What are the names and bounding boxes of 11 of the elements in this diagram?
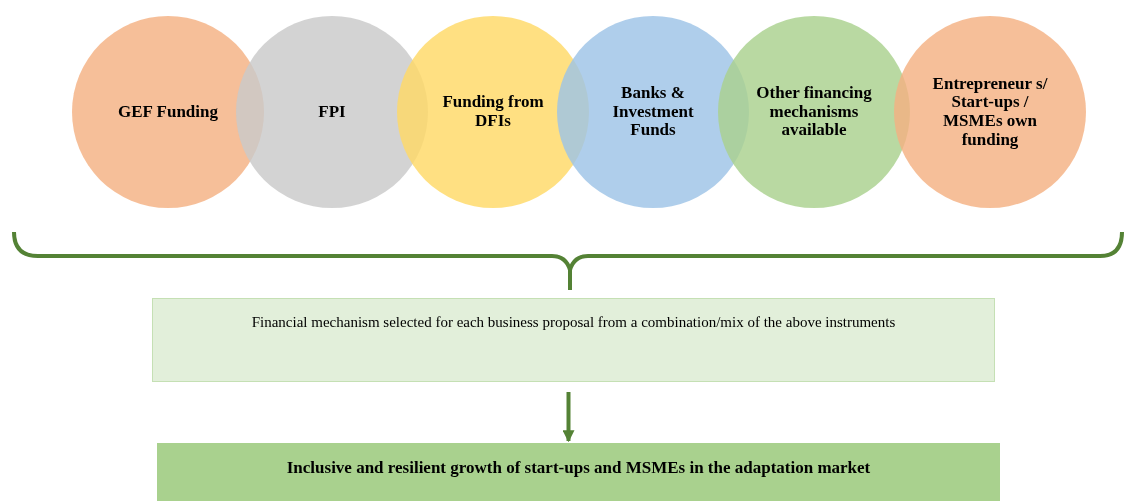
circle-label: Banks & Investment Funds xyxy=(611,83,695,141)
circle-label: Other financing mechanisms available xyxy=(755,83,873,141)
process-box xyxy=(152,298,995,382)
circle-label: Entrepreneur s/ Start-ups / MSMEs own funding xyxy=(931,74,1049,150)
box-text: Financial mechanism selected for each business proposal from a combination/mix of the above instruments xyxy=(251,313,896,331)
circle-label: GEF Funding xyxy=(118,102,218,122)
arrow xyxy=(562,392,575,443)
outcome-box xyxy=(157,443,1000,501)
circle-label: Funding from DFIs xyxy=(441,93,545,131)
circle-label: FPI xyxy=(318,102,346,122)
box-text: Inclusive and resilient growth of start-ups and MSMEs in the adaptation market xyxy=(286,458,871,479)
